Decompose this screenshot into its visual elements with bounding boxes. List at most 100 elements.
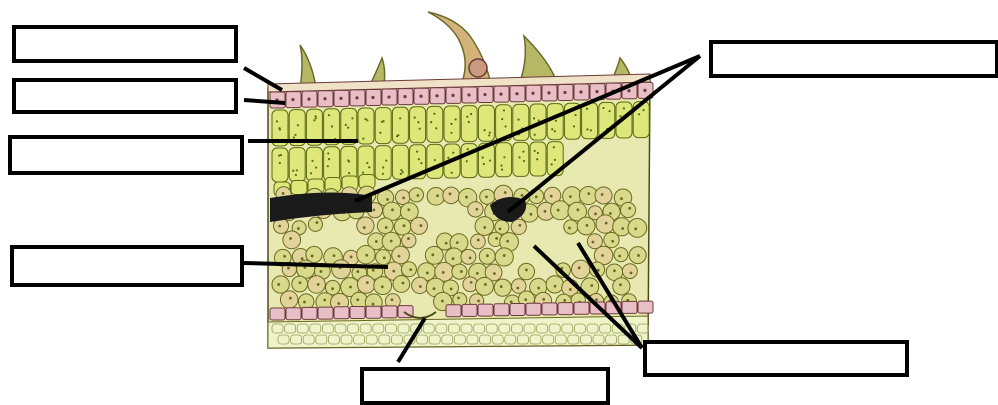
chloroplast bbox=[623, 107, 625, 109]
lower-epidermis-cell bbox=[334, 307, 349, 319]
lower-epidermis-cell bbox=[622, 301, 637, 313]
spongy-nucleus bbox=[283, 255, 286, 258]
chloroplast bbox=[315, 117, 317, 119]
epidermis-nucleus bbox=[387, 95, 390, 98]
lower-epidermis-cell bbox=[286, 308, 301, 320]
spongy-nucleus bbox=[452, 257, 455, 260]
spongy-nucleus bbox=[601, 254, 604, 257]
palisade-cell bbox=[291, 181, 307, 195]
spongy-nucleus bbox=[530, 213, 533, 216]
spongy-nucleus bbox=[441, 300, 444, 303]
spongy-nucleus bbox=[372, 303, 375, 306]
chloroplast bbox=[399, 117, 401, 119]
palisade-cell bbox=[478, 105, 494, 141]
spongy-cell bbox=[377, 218, 393, 234]
spongy-cell bbox=[494, 279, 511, 296]
spongy-nucleus bbox=[445, 242, 448, 245]
spongy-nucleus bbox=[402, 197, 405, 200]
chloroplast bbox=[602, 107, 604, 109]
spongy-cell bbox=[409, 188, 423, 202]
chloroplast bbox=[293, 136, 295, 138]
lower-epidermis-cell bbox=[558, 303, 573, 315]
spongy-cell bbox=[604, 232, 619, 247]
spongy-nucleus bbox=[563, 299, 566, 302]
spongy-nucleus bbox=[416, 194, 419, 197]
spongy-cell bbox=[308, 217, 322, 231]
spongy-cell bbox=[614, 248, 628, 262]
lower-epidermis-cell bbox=[318, 307, 333, 319]
spongy-nucleus bbox=[495, 237, 498, 240]
spongy-cell bbox=[357, 217, 374, 234]
chloroplast bbox=[467, 148, 469, 150]
chloroplast bbox=[400, 173, 402, 175]
spongy-nucleus bbox=[381, 285, 384, 288]
lower-epidermis-cell bbox=[270, 308, 285, 320]
chloroplast bbox=[504, 125, 506, 127]
label-box-3[interactable] bbox=[8, 135, 244, 175]
chloroplast bbox=[345, 124, 347, 126]
spongy-nucleus bbox=[500, 285, 503, 288]
spongy-nucleus bbox=[554, 285, 557, 288]
spongy-cell bbox=[546, 276, 563, 293]
chloroplast bbox=[327, 152, 329, 154]
spongy-nucleus bbox=[594, 212, 597, 215]
epidermis-nucleus bbox=[451, 94, 454, 97]
spongy-nucleus bbox=[557, 209, 560, 212]
label-box-4[interactable] bbox=[10, 245, 244, 287]
chloroplast bbox=[362, 171, 364, 173]
spongy-nucleus bbox=[621, 227, 624, 230]
spongy-nucleus bbox=[618, 255, 621, 258]
spongy-nucleus bbox=[431, 253, 434, 256]
spongy-cell bbox=[551, 201, 570, 220]
spongy-cell bbox=[613, 278, 630, 295]
chloroplast bbox=[503, 109, 505, 111]
chloroplast bbox=[381, 121, 383, 123]
palisade-cell bbox=[427, 144, 443, 178]
chloroplast bbox=[294, 134, 296, 136]
chloroplast bbox=[590, 129, 592, 131]
spongy-nucleus bbox=[356, 298, 359, 301]
chloroplast bbox=[382, 166, 384, 168]
spongy-nucleus bbox=[634, 227, 637, 230]
epidermis-nucleus bbox=[499, 93, 502, 96]
label-box-6[interactable] bbox=[643, 340, 909, 377]
spongy-nucleus bbox=[525, 268, 528, 271]
palisade-cell bbox=[375, 108, 391, 144]
label-box-2[interactable] bbox=[12, 78, 238, 114]
spongy-nucleus bbox=[503, 254, 506, 257]
spongy-nucleus bbox=[337, 302, 340, 305]
chloroplast bbox=[315, 166, 317, 168]
epidermis-nucleus bbox=[563, 91, 566, 94]
chloroplast bbox=[555, 120, 557, 122]
label-box-5[interactable] bbox=[709, 40, 998, 78]
label-box-7[interactable] bbox=[360, 367, 610, 405]
spongy-cell bbox=[283, 231, 301, 249]
spongy-nucleus bbox=[470, 281, 473, 284]
chloroplast bbox=[466, 116, 468, 118]
chloroplast bbox=[533, 117, 535, 119]
spongy-cell bbox=[571, 260, 589, 278]
spongy-nucleus bbox=[442, 271, 445, 274]
chloroplast bbox=[586, 108, 588, 110]
chloroplast bbox=[313, 119, 315, 121]
spongy-nucleus bbox=[289, 237, 292, 240]
chloroplast bbox=[551, 163, 553, 165]
spongy-nucleus bbox=[398, 255, 401, 258]
chloroplast bbox=[538, 119, 540, 121]
spongy-cell bbox=[393, 276, 410, 293]
chloroplast bbox=[278, 127, 280, 129]
spongy-nucleus bbox=[485, 195, 488, 198]
spongy-cell bbox=[394, 218, 411, 235]
label-box-1[interactable] bbox=[12, 25, 238, 63]
chloroplast bbox=[402, 171, 404, 173]
chloroplast bbox=[379, 132, 381, 134]
spongy-nucleus bbox=[420, 224, 423, 227]
epidermis-nucleus bbox=[547, 91, 550, 94]
spongy-nucleus bbox=[331, 287, 334, 290]
epidermis-nucleus bbox=[435, 94, 438, 97]
spongy-nucleus bbox=[550, 195, 553, 198]
chloroplast bbox=[292, 170, 294, 172]
chloroplast bbox=[501, 118, 503, 120]
chloroplast bbox=[315, 115, 317, 117]
